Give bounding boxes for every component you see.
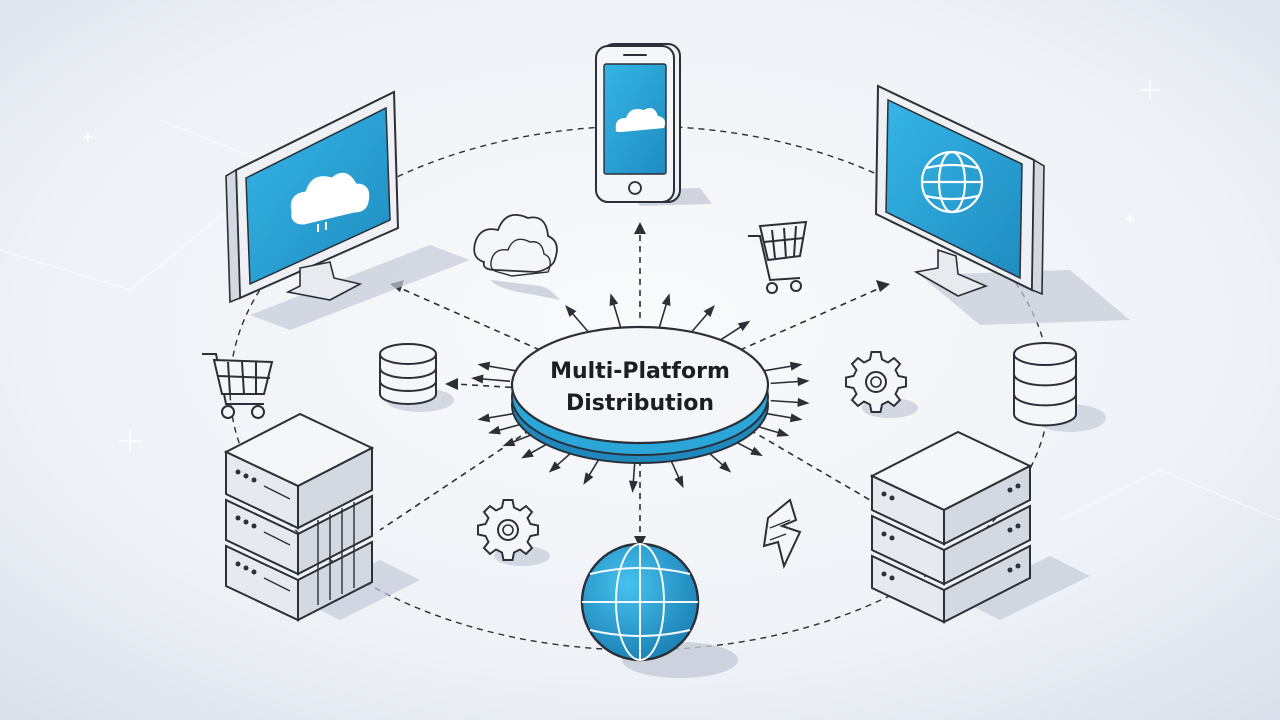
radial-arrowhead xyxy=(583,472,594,485)
gear-icon xyxy=(477,499,550,566)
hub-label-line1: Multi-Platform xyxy=(550,359,730,384)
shopping-cart-icon xyxy=(202,353,274,419)
arrowhead-right-monitor xyxy=(876,280,890,292)
radial-arrowhead xyxy=(548,461,561,473)
radial-arrowhead xyxy=(703,304,715,317)
hub-label-line2: Distribution xyxy=(566,391,714,416)
arrow-icon xyxy=(762,498,802,569)
radial-arrowhead xyxy=(477,413,491,423)
smartphone-cloud-icon xyxy=(595,43,712,206)
radial-arrowhead xyxy=(488,425,501,435)
arrowhead-left-database xyxy=(445,378,458,390)
shopping-cart-icon xyxy=(748,220,808,294)
radial-arrowhead xyxy=(477,361,491,371)
radial-arrowhead xyxy=(471,374,484,384)
radial-arrowhead xyxy=(628,480,638,493)
radial-arrowhead xyxy=(797,397,810,407)
database-icon xyxy=(1013,342,1106,432)
desktop-monitor-globe-icon xyxy=(874,84,1130,325)
radial-arrowhead xyxy=(750,446,763,457)
connector-to-left-database xyxy=(454,383,523,389)
radial-arrowhead xyxy=(502,437,516,447)
radial-arrowhead xyxy=(737,320,751,331)
radial-arrowhead xyxy=(521,448,534,459)
radial-arrowhead xyxy=(609,293,619,307)
arrowhead-globe xyxy=(634,536,646,548)
radial-arrowhead xyxy=(776,428,790,437)
connector-to-left-server xyxy=(379,429,531,531)
radial-arrows xyxy=(471,293,810,493)
radial-arrowhead xyxy=(789,361,803,371)
gear-icon xyxy=(845,351,918,418)
server-rack-icon xyxy=(223,412,420,622)
radial-arrowhead xyxy=(565,304,577,317)
globe-icon xyxy=(580,542,738,678)
database-icon xyxy=(379,343,454,412)
dashed-connectors xyxy=(379,232,881,538)
background-network-lines xyxy=(0,119,1280,521)
connector-to-right-server xyxy=(749,429,871,501)
desktop-monitor-cloud-icon xyxy=(225,90,470,330)
cloud-icon xyxy=(473,214,560,300)
radial-arrowhead xyxy=(719,461,732,473)
radial-arrowhead xyxy=(674,475,684,489)
radial-arrowhead xyxy=(789,413,803,423)
server-rack-icon xyxy=(869,430,1090,624)
central-hub: Multi-Platform Distribution xyxy=(510,325,770,464)
background-sparkles xyxy=(83,80,1160,452)
arrowhead-phone xyxy=(634,222,646,234)
radial-arrowhead xyxy=(797,377,810,387)
connector-to-left-monitor xyxy=(399,287,541,351)
radial-arrowhead xyxy=(661,293,671,307)
connector-arrowheads xyxy=(390,222,890,548)
connector-to-right-monitor xyxy=(739,287,881,351)
